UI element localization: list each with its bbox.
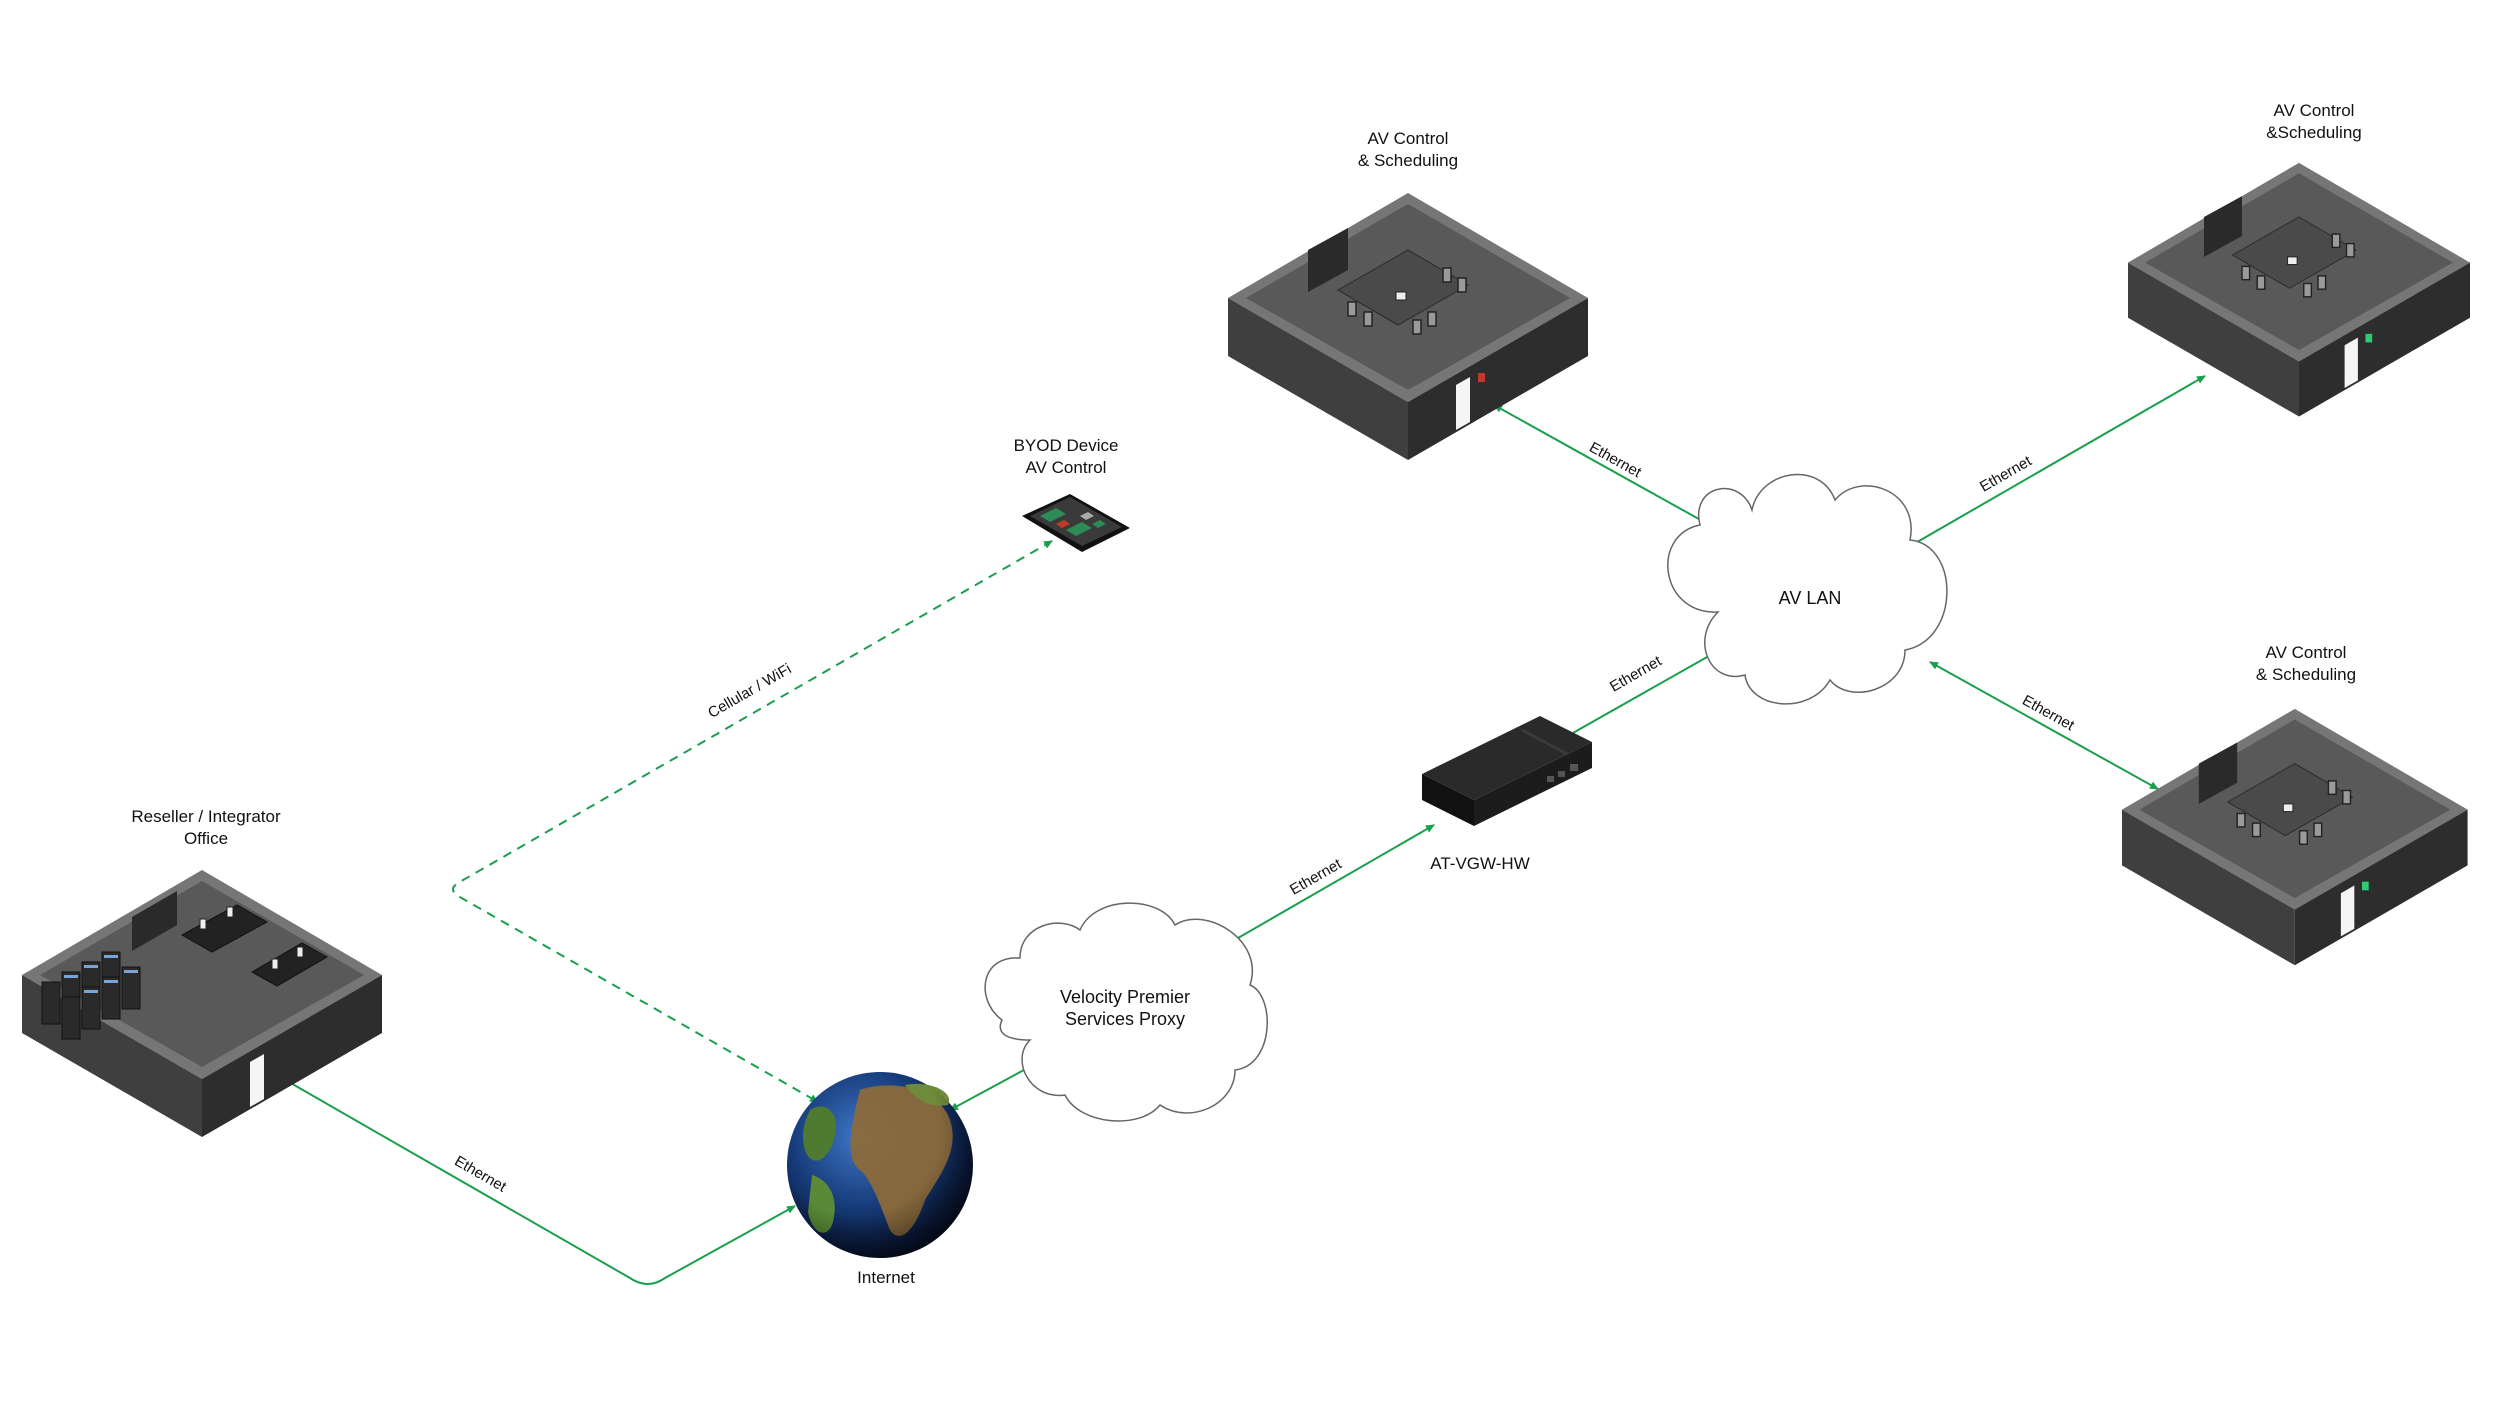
label-gateway: AT-VGW-HW [1430, 853, 1529, 875]
label-av-lan-text: AV LAN [1778, 588, 1842, 608]
label-office: Reseller / Integrator Office [131, 806, 280, 850]
label-gateway-text: AT-VGW-HW [1430, 854, 1530, 873]
link-gateway-proxy [1211, 824, 1435, 954]
label-proxy-line1: Velocity Premier [1059, 987, 1191, 1007]
label-proxy: Velocity Premier Services Proxy [1060, 986, 1190, 1030]
label-room-center-line1: AV Control [1367, 129, 1449, 148]
label-room-mid-right: AV Control & Scheduling [2256, 642, 2356, 686]
link-gateway-lan [1556, 647, 1724, 743]
label-room-mid-right-line2: & Scheduling [2255, 665, 2357, 684]
label-room-top-right-line2: &Scheduling [2266, 123, 2362, 142]
label-office-line2: Office [183, 829, 229, 848]
reseller-office [22, 870, 382, 1137]
label-internet: Internet [857, 1267, 915, 1289]
room-av-control-center [1228, 193, 1588, 460]
label-proxy-line2: Services Proxy [1064, 1009, 1186, 1029]
byod-tablet [1022, 494, 1130, 552]
link-proxy-internet [949, 1063, 1036, 1111]
link-label-ethernet: Ethernet [1607, 652, 1665, 695]
label-room-center-line2: & Scheduling [1357, 151, 1459, 170]
label-room-top-right: AV Control &Scheduling [2266, 100, 2361, 144]
link-byod-internet [452, 540, 1053, 1103]
room-av-control-mid-right [2122, 708, 2468, 966]
link-label-ethernet: Ethernet [451, 1153, 509, 1196]
label-internet-text: Internet [857, 1268, 915, 1287]
proxy-cloud [984, 902, 1268, 1122]
av-lan-cloud [1667, 473, 1948, 705]
internet-globe [787, 1072, 973, 1258]
gateway-device [1422, 716, 1592, 826]
server-racks [41, 951, 141, 1040]
link-room-topright-lan [1892, 375, 2206, 557]
label-byod: BYOD Device AV Control [1014, 435, 1119, 479]
link-label-cellular: Cellular / WiFi [705, 660, 794, 721]
room-av-control-top-right [2128, 162, 2470, 417]
label-av-lan: AV LAN [1779, 587, 1842, 609]
link-office-internet [281, 1077, 796, 1285]
label-room-center: AV Control & Scheduling [1358, 128, 1458, 172]
label-office-line1: Reseller / Integrator [131, 807, 281, 826]
links [281, 375, 2206, 1285]
label-room-mid-right-line1: AV Control [2265, 643, 2347, 662]
label-byod-line1: BYOD Device [1013, 436, 1119, 455]
link-room-midright-lan [1929, 661, 2159, 790]
link-room-center-lan [1493, 404, 1725, 534]
label-byod-line2: AV Control [1025, 458, 1107, 477]
label-room-top-right-line1: AV Control [2273, 101, 2355, 120]
link-label-ethernet: Ethernet [1977, 452, 2035, 495]
